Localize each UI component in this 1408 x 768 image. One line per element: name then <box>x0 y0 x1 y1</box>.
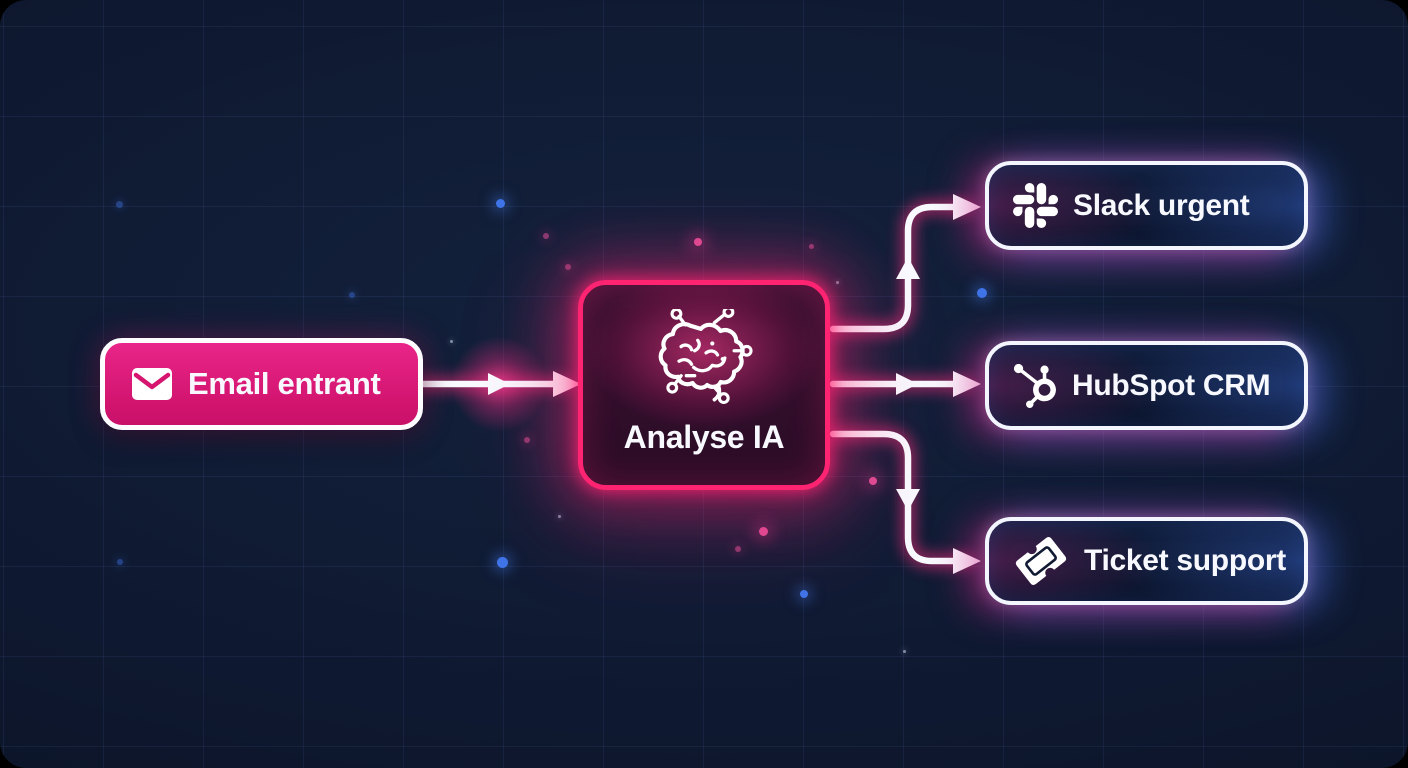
brain-circuit-icon <box>652 309 756 405</box>
arrowhead-icon <box>953 371 981 397</box>
node-label: HubSpot CRM <box>1072 368 1271 402</box>
arrowhead-icon <box>896 489 920 511</box>
node-label: Analyse IA <box>623 419 785 455</box>
arrowhead-icon <box>553 371 581 397</box>
node-analyse-ia[interactable]: Analyse IA <box>578 280 830 490</box>
arrowhead-icon <box>896 257 920 279</box>
node-label: Email entrant <box>188 366 381 401</box>
ticket-icon <box>1013 533 1069 589</box>
node-slack-urgent[interactable]: Slack urgent <box>985 161 1308 250</box>
arrowhead-icon <box>953 194 981 220</box>
arrowhead-icon <box>896 373 918 395</box>
node-ticket-support[interactable]: Ticket support <box>985 517 1308 605</box>
node-label: Slack urgent <box>1073 188 1250 222</box>
arrowhead-icon <box>953 548 981 574</box>
node-email-entrant[interactable]: Email entrant <box>100 338 423 430</box>
node-label: Ticket support <box>1084 544 1286 577</box>
node-hubspot-crm[interactable]: HubSpot CRM <box>985 341 1308 430</box>
arrowhead-icon <box>488 373 510 395</box>
envelope-icon <box>131 367 173 401</box>
slack-icon <box>1013 183 1058 228</box>
hubspot-icon <box>1013 363 1057 408</box>
